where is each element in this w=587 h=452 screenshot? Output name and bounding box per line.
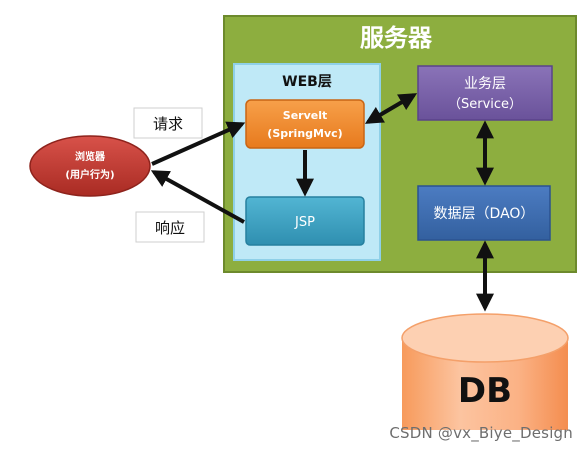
jsp-box <box>245 196 365 246</box>
service-layer-label: 业务层 <box>464 76 506 92</box>
web-layer-title: WEB层 <box>282 74 332 90</box>
request-label: 请求 <box>153 115 183 133</box>
browser-sublabel: (用户行为) <box>65 168 114 181</box>
dao-layer-label: 数据层（DAO） <box>434 206 535 222</box>
browser-ellipse <box>29 135 151 197</box>
service-layer-box <box>417 65 553 121</box>
servlet-label: Servelt <box>283 109 327 122</box>
service-layer-sublabel: （Service） <box>448 97 522 112</box>
servlet-box <box>245 99 365 149</box>
browser-label: 浏览器 <box>75 150 106 163</box>
response-label-box <box>135 211 205 243</box>
servlet-service-arrow <box>364 93 418 124</box>
servlet-sublabel: (SpringMvc) <box>267 127 342 140</box>
dao-layer-box <box>417 185 551 241</box>
jsp-label: JSP <box>294 215 315 230</box>
response-arrow <box>150 170 245 224</box>
database-cylinder <box>401 313 569 430</box>
request-label-box <box>133 107 203 139</box>
request-arrow <box>151 121 246 166</box>
server-title: 服务器 <box>360 24 433 52</box>
database-label: DB <box>458 371 512 411</box>
watermark: CSDN @vx_Biye_Design <box>389 424 573 442</box>
response-label: 响应 <box>155 219 185 237</box>
